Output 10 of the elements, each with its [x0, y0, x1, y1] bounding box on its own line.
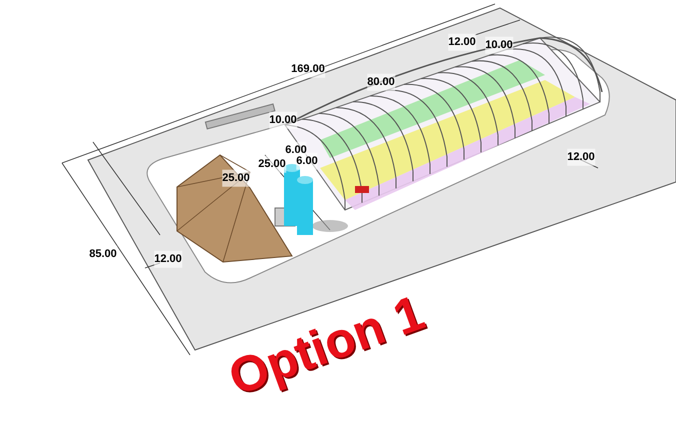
dimension-label: 12.00: [154, 250, 182, 268]
dimension-label: 80.00: [367, 74, 395, 90]
dimension-label: 25.00: [222, 170, 250, 186]
dimension-label: 12.00: [448, 34, 476, 50]
dimension-label: 10.00: [269, 112, 297, 128]
dimension-label: 10.00: [485, 36, 513, 54]
dimension-label: 6.00: [296, 152, 318, 170]
dimension-label: 12.00: [567, 148, 595, 166]
dimension-label: 25.00: [258, 156, 286, 172]
caption: Option 1: [222, 286, 430, 404]
